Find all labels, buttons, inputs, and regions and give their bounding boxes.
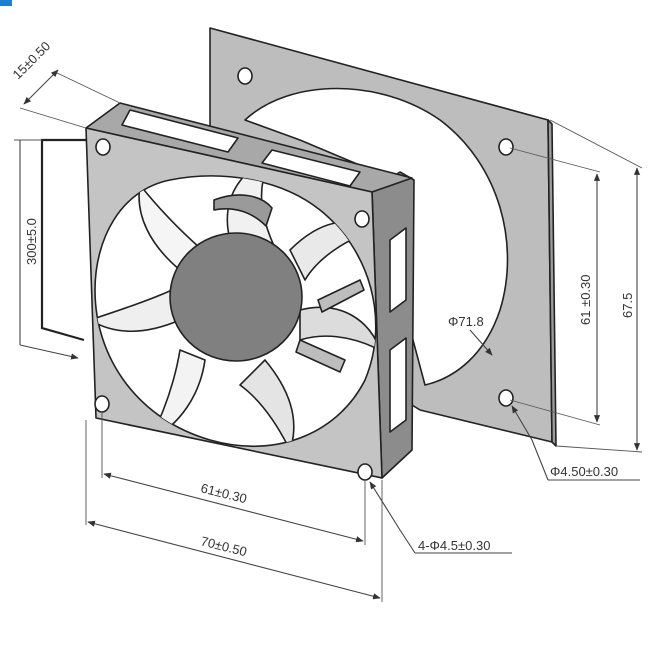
blade bbox=[213, 194, 273, 227]
fan-side bbox=[85, 102, 415, 479]
dimension-fan-mount-holes: 4-Φ4.5±0.30 bbox=[369, 481, 512, 554]
dimension-gasket-height: 67.5 bbox=[549, 119, 643, 453]
fan-hole-top-left bbox=[95, 138, 111, 156]
depth-label: 15±0.50 bbox=[10, 38, 54, 82]
fan-hole-top-right bbox=[354, 210, 370, 228]
blade bbox=[299, 306, 376, 351]
dimension-gasket-mount-hole: Φ4.50±0.30 bbox=[511, 405, 640, 481]
dimension-gasket-hole-spacing: 61 ±0.30 bbox=[509, 147, 601, 426]
gasket-hole-top-left bbox=[237, 67, 253, 85]
fan-hole-spacing-label: 61±0.30 bbox=[199, 480, 248, 506]
fan-hole-bottom-left bbox=[94, 395, 110, 413]
fan-hub bbox=[169, 232, 303, 362]
dimension-cable: 300±5.0 bbox=[14, 139, 79, 360]
gasket-hole-bottom-right bbox=[498, 389, 514, 407]
blade bbox=[95, 289, 181, 333]
gasket-opening bbox=[244, 87, 509, 386]
gasket-spacing-label: 61 ±0.30 bbox=[578, 274, 593, 325]
gasket-mount-hole-label: Φ4.50±0.30 bbox=[550, 464, 618, 479]
fan-width-label: 70±0.50 bbox=[199, 533, 248, 559]
dimension-gasket-hole: Φ71.8 bbox=[448, 314, 493, 356]
cable-length-label: 300±5.0 bbox=[24, 218, 39, 265]
accent-mark bbox=[0, 0, 12, 6]
gasket-hole-top-right bbox=[498, 138, 514, 156]
gasket-hole-diameter-label: Φ71.8 bbox=[448, 314, 484, 329]
fan-mount-holes-label: 4-Φ4.5±0.30 bbox=[418, 538, 490, 553]
gasket-height-label: 67.5 bbox=[620, 293, 635, 318]
blade bbox=[239, 359, 295, 447]
fan-hole-bottom-right bbox=[357, 463, 373, 481]
cable bbox=[40, 138, 86, 342]
